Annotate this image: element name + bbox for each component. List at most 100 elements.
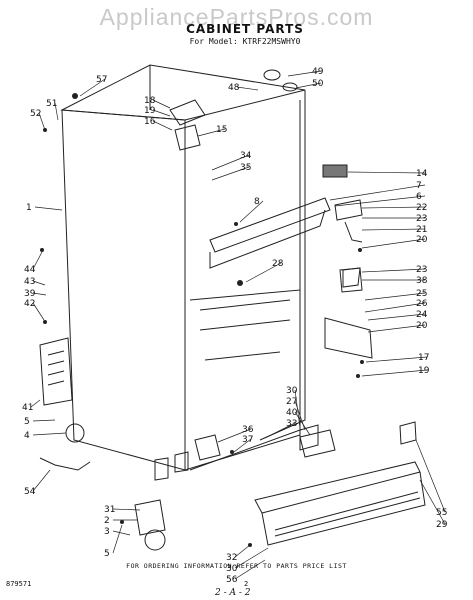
cabinet-inner-wall: [184, 100, 301, 471]
callout-label-20a: 20: [416, 235, 428, 245]
toe-bracket: [299, 424, 319, 451]
power-cord: [39, 457, 91, 471]
callout-label-22: 22: [416, 203, 427, 213]
cabinet-floor: [189, 289, 301, 471]
callout-label-56: 56: [226, 575, 238, 585]
callout-label-17: 17: [418, 353, 429, 363]
callout-leader-lines: [30, 70, 446, 580]
callout-label-21: 21: [416, 225, 427, 235]
leader-line-16: [152, 120, 173, 131]
screw-5: [120, 520, 124, 524]
leader-line-30b: [234, 547, 269, 569]
leader-line-7: [329, 184, 426, 201]
base-grille-body: [261, 471, 426, 546]
hinge-pin-right: [344, 221, 363, 243]
diagram-title: CABINET PARTS: [186, 22, 304, 36]
rear-roller: [144, 529, 166, 551]
screw-37: [230, 450, 234, 454]
leader-line-56: [234, 559, 266, 580]
leader-line-28: [245, 262, 282, 283]
callout-label-2: 2: [104, 516, 110, 526]
leader-line-36: [217, 428, 252, 443]
callout-label-36: 36: [242, 425, 254, 435]
callout-label-39: 39: [24, 289, 36, 299]
leader-line-14: [347, 171, 426, 174]
callout-label-25: 25: [416, 289, 427, 299]
leader-line-20b: [367, 324, 426, 333]
leader-line-51: [54, 102, 59, 121]
callout-label-14: 14: [416, 169, 428, 179]
leader-line-25: [364, 292, 426, 301]
callout-label-30b: 30: [226, 564, 238, 574]
callout-label-51: 51: [46, 99, 57, 109]
leader-line-55: [415, 439, 446, 513]
grille-clip: [299, 429, 336, 458]
leader-line-8: [239, 200, 264, 223]
leader-line-40: [294, 411, 311, 436]
leader-line-29: [419, 479, 446, 525]
callout-label-8: 8: [254, 197, 260, 207]
screw-8: [234, 222, 238, 226]
leader-line-24: [367, 313, 426, 321]
leader-line-6: [334, 195, 426, 207]
leader-line-49: [287, 70, 322, 77]
callout-label-3: 3: [104, 527, 110, 537]
callout-label-50: 50: [312, 79, 324, 89]
screw-20a: [358, 248, 362, 252]
cabinet-top: [60, 64, 306, 121]
callout-label-37: 37: [242, 435, 253, 445]
leader-line-15: [197, 128, 226, 137]
callout-label-16: 16: [144, 117, 156, 127]
base-grille: [254, 461, 421, 514]
sheet-code: 879571: [6, 580, 32, 588]
grille-end-cap: [399, 421, 417, 445]
leader-line-18: [152, 99, 171, 109]
callout-label-6: 6: [416, 192, 422, 202]
callout-label-27: 27: [286, 397, 297, 407]
grille-slots: [274, 491, 421, 537]
rear-panel: [39, 337, 73, 406]
callout-label-31: 31: [104, 505, 115, 515]
callout-label-19b: 19: [418, 366, 430, 376]
callout-label-18: 18: [144, 96, 156, 106]
ordering-note: FOR ORDERING INFORMATION REFER TO PARTS …: [126, 562, 347, 570]
roller-bracket: [134, 499, 166, 536]
leader-line-54: [32, 469, 51, 492]
callout-label-30a: 30: [286, 386, 298, 396]
leader-line-33: [264, 422, 296, 439]
hinge-plate: [174, 124, 201, 151]
callout-label-49: 49: [312, 67, 324, 77]
front-roller: [65, 423, 85, 443]
callout-label-5a: 5: [24, 417, 30, 427]
callout-label-54: 54: [24, 487, 36, 497]
leader-line-52: [38, 112, 46, 131]
leader-line-39: [32, 292, 47, 296]
leader-line-48: [236, 86, 259, 91]
callout-label-42: 42: [24, 299, 35, 309]
screw-44: [40, 248, 44, 252]
leader-line-31: [112, 508, 141, 511]
leader-line-4: [32, 432, 67, 436]
leader-line-3: [112, 530, 131, 536]
callout-label-43: 43: [24, 277, 35, 287]
rating-label: [322, 164, 348, 178]
leader-line-19a: [152, 109, 171, 117]
model-subtitle: For Model: KTRF22MSWHY0: [189, 37, 301, 46]
hinge-cap: [263, 69, 281, 81]
leader-line-1: [34, 206, 63, 211]
left-leg: [154, 457, 169, 481]
leader-line-26: [364, 302, 426, 313]
callout-label-55: 55: [436, 508, 447, 518]
callout-label-52: 52: [30, 109, 41, 119]
leader-line-5b: [112, 524, 123, 554]
leader-line-42: [32, 302, 45, 321]
leader-line-21: [361, 228, 426, 231]
plug-28: [237, 280, 243, 286]
leader-line-37: [233, 438, 252, 453]
divider-mullion: [209, 209, 326, 269]
bracket-38: [342, 267, 361, 288]
callout-label-15: 15: [216, 125, 227, 135]
leader-line-50: [295, 82, 322, 89]
